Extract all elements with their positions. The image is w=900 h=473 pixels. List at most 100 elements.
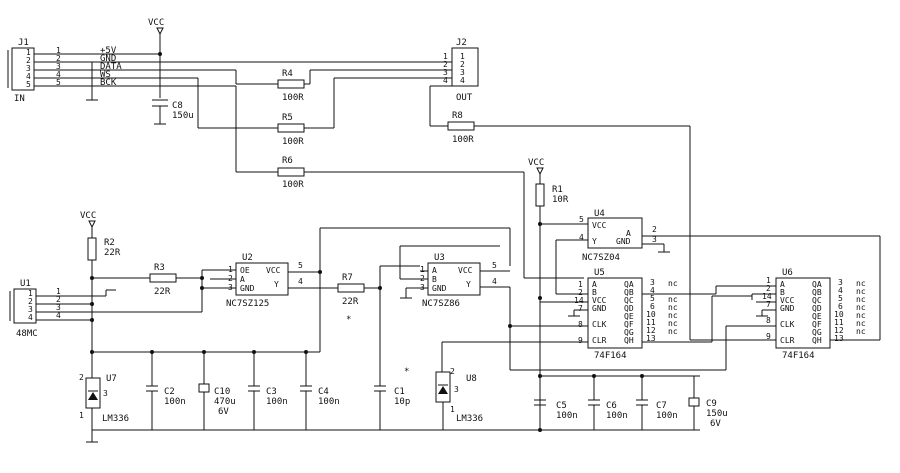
decoupling-caps-left: C2 100n C10 470u 6V C3 100n C4 100n xyxy=(146,350,340,430)
c5-ref: C5 xyxy=(556,401,567,411)
connector-j1: J1 IN 1 2 3 4 5 1 2 3 4 5 +5V GND DATA W… xyxy=(7,38,440,104)
u3-ref: U3 xyxy=(434,253,445,263)
j1-pin-num: 4 xyxy=(56,70,61,79)
u5-pin-num: 14 xyxy=(574,296,584,305)
u5-pin-num: 5 xyxy=(650,294,655,303)
u3-pin: Y xyxy=(466,280,471,289)
r3-value: 22R xyxy=(154,287,171,297)
u5-pin: QD xyxy=(624,304,634,313)
c10-body xyxy=(198,383,210,393)
u5-pin: QE xyxy=(624,312,634,321)
u3-pin-num: 1 xyxy=(420,265,425,274)
u2-body xyxy=(235,262,289,296)
u5-pin: CLR xyxy=(592,336,607,345)
j1-pin: 3 xyxy=(26,64,31,73)
ic-u6: U6 A B VCC GND CLK CLR 1 2 14 7 8 9 QA Q… xyxy=(690,268,880,362)
r8-value: 100R xyxy=(452,135,474,145)
zener-symbol xyxy=(438,386,448,394)
r6-value: 100R xyxy=(282,180,304,190)
c4-ref: C4 xyxy=(318,387,329,397)
c9-body xyxy=(688,397,700,407)
u1-pin-num: 4 xyxy=(56,311,61,320)
u6-pin: QD xyxy=(812,304,822,313)
capacitor-c1: C1 10p * xyxy=(374,367,410,430)
junction xyxy=(202,350,206,354)
decoupling-caps-right: C5 100n C6 100n C7 100n C9 150u 6V xyxy=(534,374,728,432)
r2-ref: R2 xyxy=(104,238,115,248)
u5-pin: QG xyxy=(624,328,634,337)
u2-pin: Y xyxy=(274,280,279,289)
j1-sub: IN xyxy=(14,94,25,104)
j1-pin: 2 xyxy=(26,56,31,65)
resistor-r1: VCC R1 10R xyxy=(528,158,569,430)
u2-pin: A xyxy=(240,275,245,284)
c3-ref: C3 xyxy=(266,387,277,397)
u1-pin-num: 2 xyxy=(56,295,61,304)
nc-label: nc xyxy=(856,287,866,296)
junction xyxy=(592,374,596,378)
junction xyxy=(640,374,644,378)
r5-ref: R5 xyxy=(282,113,293,123)
u6-pin-num: 8 xyxy=(766,316,771,325)
j2-ref: J2 xyxy=(456,38,467,48)
u2-part: NC7SZ125 xyxy=(226,299,269,309)
r2-body xyxy=(87,237,97,261)
u6-pin: GND xyxy=(780,304,795,313)
marker-asterisk: * xyxy=(346,315,351,325)
u3-pin: GND xyxy=(432,284,447,293)
r5-value: 100R xyxy=(282,137,304,147)
u7-pin-num: 3 xyxy=(103,389,108,398)
ic-u5: U5 A B VCC GND CLK CLR 1 2 14 7 8 9 QA Q… xyxy=(510,268,766,361)
r8-body xyxy=(447,121,475,131)
nc-label: nc xyxy=(856,311,866,320)
vcc-top: VCC xyxy=(148,18,164,98)
r3-ref: R3 xyxy=(154,263,165,273)
j2-pin-num: 1 xyxy=(460,52,465,61)
j1-pin: 1 xyxy=(26,48,31,57)
u6-pin: QF xyxy=(812,320,822,329)
junction xyxy=(90,302,94,306)
r1-body xyxy=(535,183,545,207)
u2-pin-num: 1 xyxy=(228,265,233,274)
u2-pin-num: 5 xyxy=(298,261,303,270)
c8-value: 150u xyxy=(172,111,194,121)
nc-label: nc xyxy=(856,327,866,336)
signal-gnd: GND xyxy=(100,54,116,64)
vcc-symbol xyxy=(156,27,164,36)
u5-pin-num: 4 xyxy=(650,286,655,295)
signal-data: DATA xyxy=(100,62,122,72)
c9-ref: C9 xyxy=(706,399,717,409)
r4-body xyxy=(277,79,305,89)
zener-symbol xyxy=(88,392,98,400)
c8-ref: C8 xyxy=(172,101,183,111)
vcc-label: VCC xyxy=(80,211,96,221)
u6-pin-num: 10 xyxy=(834,310,844,319)
u5-body xyxy=(587,277,643,349)
r5-body xyxy=(277,123,305,133)
u6-pin-num: 14 xyxy=(762,292,772,301)
u3-part: NC7SZ86 xyxy=(422,299,460,309)
c10-rating: 6V xyxy=(218,407,229,417)
r4-ref: R4 xyxy=(282,69,293,79)
u2-pin: OE xyxy=(240,266,250,275)
junction xyxy=(200,276,204,280)
j2-pin-num: 4 xyxy=(460,76,465,85)
u4-pin: VCC xyxy=(592,221,607,230)
u5-pin-num: 10 xyxy=(646,310,656,319)
resistor-r6: R6 100R xyxy=(160,85,584,279)
u5-pin-num: 7 xyxy=(578,304,583,313)
c7-ref: C7 xyxy=(656,401,667,411)
c9-value: 150u xyxy=(706,409,728,419)
vcc-symbol xyxy=(536,167,544,176)
resistor-r8: R8 100R xyxy=(430,111,691,340)
r1-value: 10R xyxy=(552,195,569,205)
u1-pin-num: 3 xyxy=(56,303,61,312)
junction xyxy=(90,318,94,322)
nc-label: nc xyxy=(668,319,678,328)
u6-pin-num: 2 xyxy=(766,284,771,293)
j2-pin-num: 2 xyxy=(460,60,465,69)
u6-pin-num: 3 xyxy=(838,278,843,287)
junction xyxy=(252,350,256,354)
u3-pin: B xyxy=(432,275,437,284)
